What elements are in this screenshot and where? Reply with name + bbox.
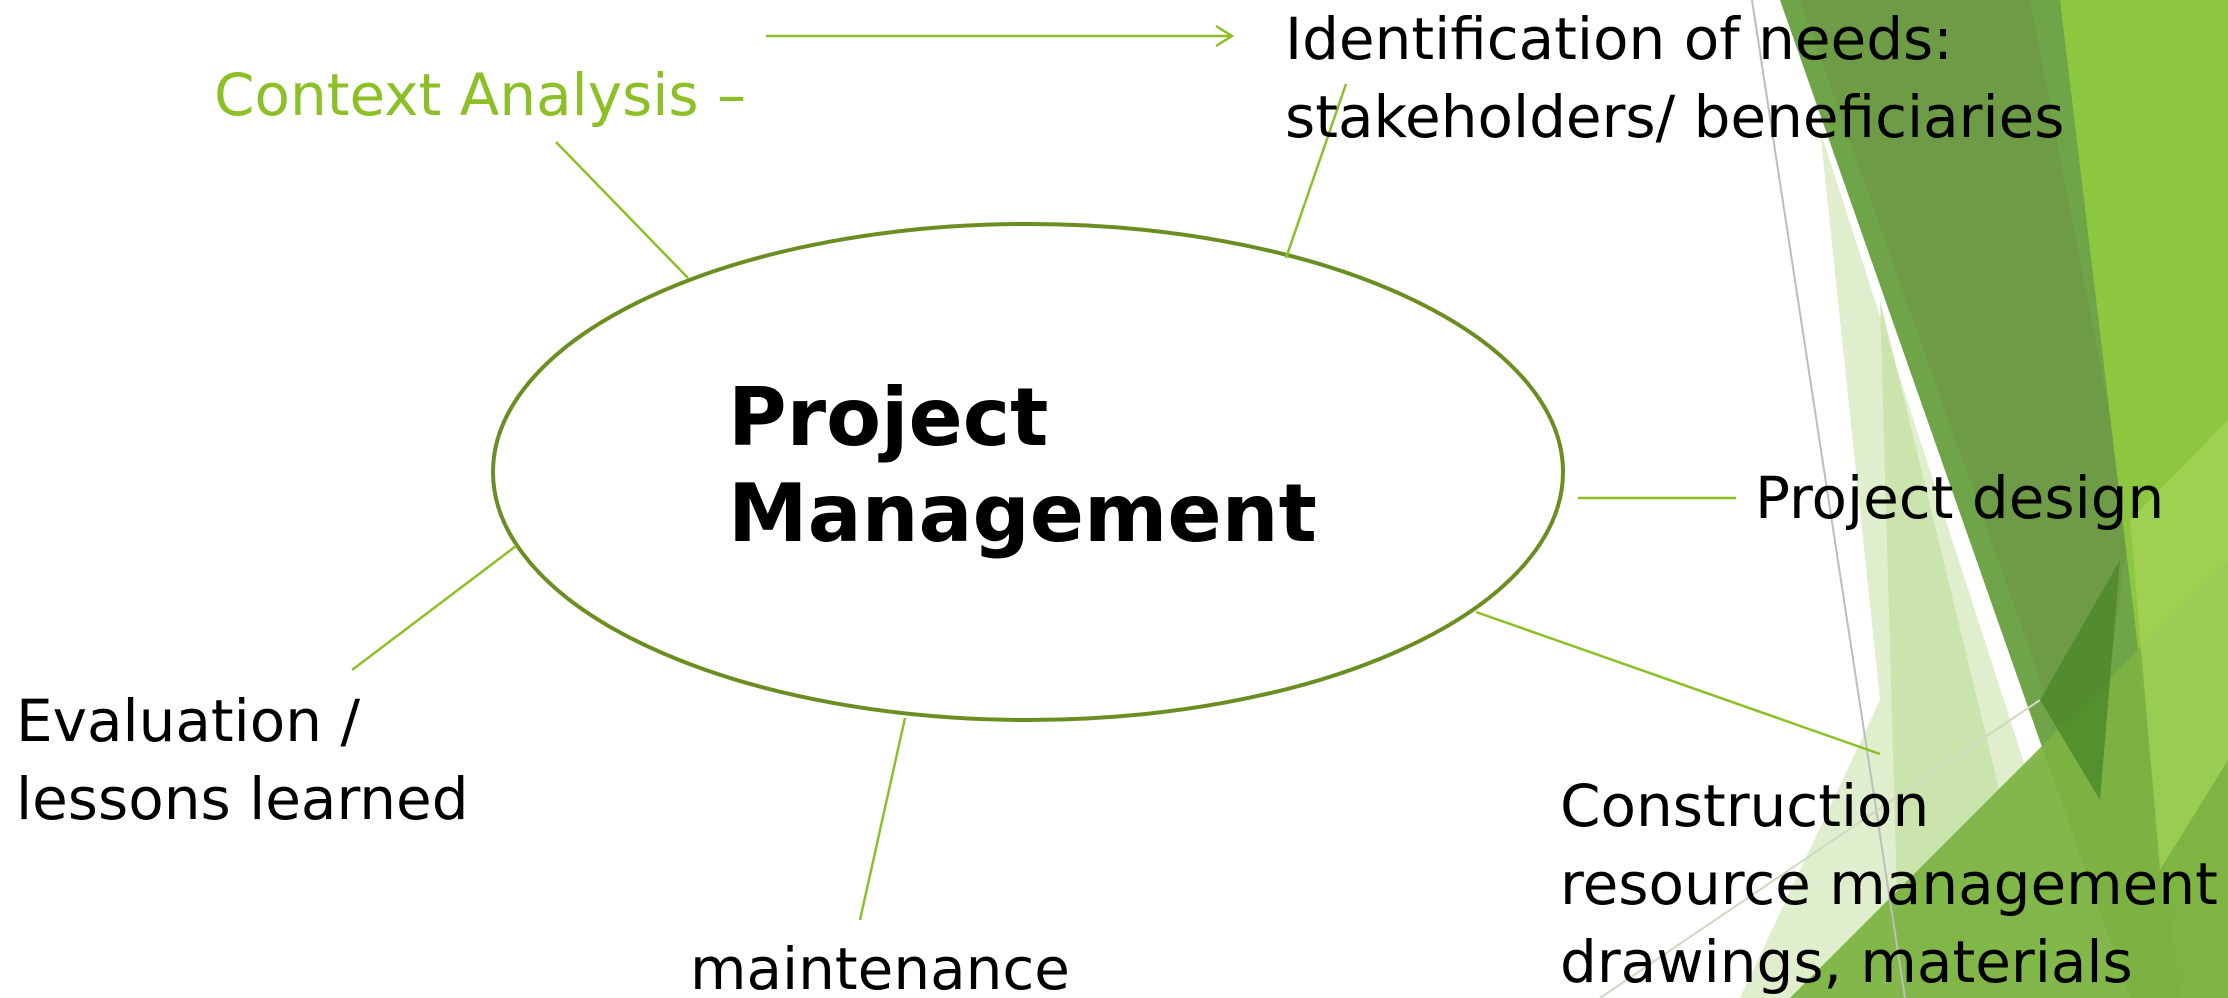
deco-thin-line: [1751, 0, 1906, 998]
center-title: Project Management: [728, 370, 1317, 562]
node-project-design: Project design: [1755, 459, 2164, 537]
deco-facet-bright: [1790, 560, 2228, 998]
node-maintenance: maintenance: [690, 930, 1070, 998]
node-context-analysis: Context Analysis –: [214, 56, 746, 134]
center-title-line2: Management: [728, 467, 1317, 560]
node-identification-of-needs: Identification of needs: stakeholders/ b…: [1285, 0, 2065, 156]
deco-facet-light-green: [2130, 420, 2228, 870]
connector-needs: [1284, 83, 1348, 259]
needs-line2: stakeholders/ beneficiaries: [1285, 83, 2065, 151]
node-construction: Construction resource management drawing…: [1560, 767, 2218, 998]
connector-maintenance: [858, 717, 907, 921]
arrow-head-icon: [1215, 24, 1235, 48]
connector-construction: [1475, 610, 1881, 756]
project-design-text: Project design: [1755, 464, 2165, 532]
construction-line3: drawings, materials: [1560, 928, 2133, 996]
deco-thin-line-2: [1599, 699, 2041, 998]
construction-line2: resource management: [1560, 850, 2218, 918]
needs-line1: Identification of needs:: [1285, 5, 1953, 73]
evaluation-line2: lessons learned: [16, 765, 469, 833]
node-evaluation: Evaluation / lessons learned: [16, 682, 469, 838]
evaluation-line1: Evaluation /: [16, 687, 361, 755]
context-analysis-text: Context Analysis –: [214, 61, 747, 129]
deco-facet-deep: [2040, 560, 2120, 800]
center-title-line1: Project: [728, 371, 1049, 464]
connector-evaluation: [351, 545, 517, 671]
construction-line1: Construction: [1560, 772, 1930, 840]
connector-context: [555, 141, 689, 279]
maintenance-text: maintenance: [690, 935, 1070, 998]
deco-facet-olive: [1800, 0, 2130, 820]
center-ellipse: [491, 222, 1565, 722]
